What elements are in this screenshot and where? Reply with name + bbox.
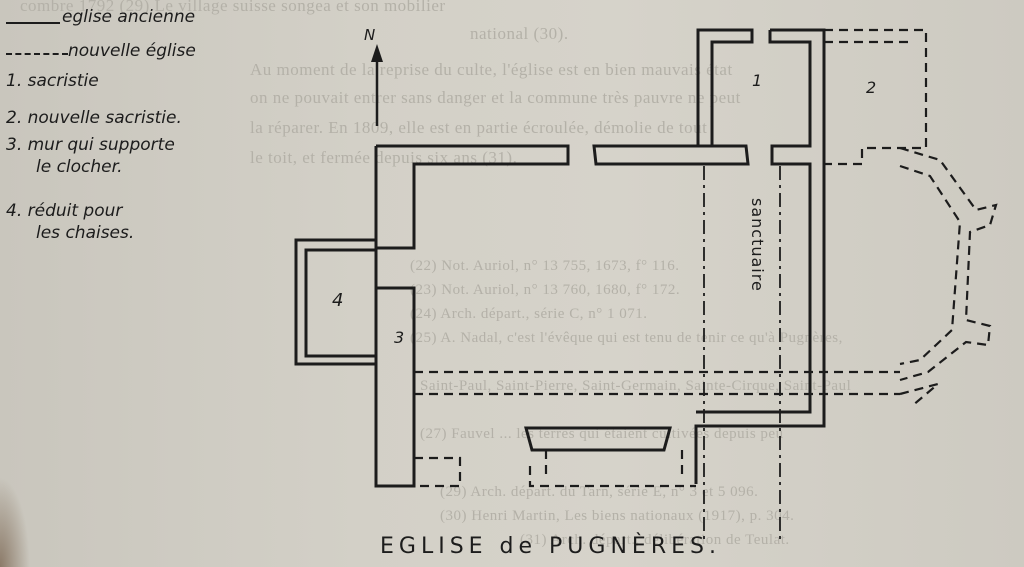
bleed-text-line: national (30). bbox=[470, 24, 569, 43]
legend-dashed-line bbox=[6, 53, 68, 55]
new-south-aisle bbox=[528, 466, 696, 488]
apse-outline bbox=[899, 382, 939, 407]
bleed-text-line: Saint-Paul, Saint-Pierre, Saint-Germain,… bbox=[420, 378, 852, 394]
legend-item-text: les chaises. bbox=[36, 223, 135, 243]
room-label-1: 1 bbox=[752, 71, 762, 90]
new-south-aisle bbox=[414, 456, 462, 488]
bleed-text-line: la réparer. En 1809, elle est en partie … bbox=[250, 118, 708, 137]
chair-store-wall bbox=[294, 238, 376, 366]
legend-item-text: 3. mur qui supporte bbox=[6, 135, 175, 155]
page-shadow bbox=[0, 477, 30, 567]
bleed-text-line: le toit, et fermée depuis six ans (31). bbox=[250, 148, 518, 167]
north-arrow-icon bbox=[371, 44, 383, 126]
legend-item-bell-wall: 3. mur qui supporte le clocher. bbox=[6, 134, 175, 178]
legend-new-church-label: nouvelle église bbox=[68, 41, 196, 61]
legend-item-text: le clocher. bbox=[36, 157, 123, 177]
north-label: N bbox=[364, 26, 375, 44]
bleed-text-line: (22) Not. Auriol, n° 13 755, 1673, f° 11… bbox=[410, 258, 680, 274]
legend-new-church: nouvelle église bbox=[68, 40, 196, 62]
room-label-3: 3 bbox=[394, 328, 404, 347]
legend-old-church-label: eglise ancienne bbox=[62, 7, 196, 27]
south-wall-segment bbox=[524, 426, 672, 452]
sacristy-wall bbox=[696, 28, 754, 148]
legend-item-text: 4. réduit pour bbox=[6, 201, 123, 221]
bleed-text-line: Au moment de la reprise du culte, l'égli… bbox=[250, 60, 733, 79]
bleed-text-line: (29) Arch. départ. du Tarn, série E, n° … bbox=[440, 484, 759, 500]
room-label-4: 4 bbox=[332, 290, 343, 311]
legend-item-new-sacristy: 2. nouvelle sacristie. bbox=[6, 107, 182, 129]
bleed-text-line: (31) Arch. départ., délibération de Teul… bbox=[520, 532, 790, 548]
bleed-text-line: combre 1792 (29) Le village suisse songe… bbox=[20, 0, 446, 15]
legend-old-church: eglise ancienne bbox=[62, 6, 195, 28]
legend-solid-line bbox=[6, 22, 60, 24]
sacristy-east-inner bbox=[696, 30, 812, 414]
new-sacristy-outline bbox=[824, 28, 928, 166]
bleed-text-line: (24) Arch. départ., série C, n° 1 071. bbox=[410, 306, 648, 322]
legend-item-text: 2. nouvelle sacristie. bbox=[6, 108, 182, 128]
old-nave-north-wall bbox=[376, 144, 570, 250]
bleed-text-line: (25) A. Nadal, c'est l'évêque qui est te… bbox=[410, 330, 843, 346]
bleed-text-line: on ne pouvait entrer sans danger et la c… bbox=[250, 88, 741, 107]
chair-store-inner bbox=[304, 248, 376, 358]
bleed-text-line: (27) Fauvel ... les terres qui étaient c… bbox=[420, 426, 784, 442]
figure-caption: EGLISE de PUGNÈRES. bbox=[380, 534, 721, 559]
old-north-wall-segment bbox=[592, 144, 750, 166]
old-nave-wall bbox=[374, 146, 416, 488]
legend-item-chair-store: 4. réduit pour les chaises. bbox=[6, 200, 134, 244]
sanctuary-label: sanctuaire bbox=[748, 198, 767, 292]
apse-outline bbox=[899, 146, 998, 382]
bleed-text-line: (23) Not. Auriol, n° 13 760, 1680, f° 17… bbox=[410, 282, 681, 298]
room-label-2: 2 bbox=[866, 78, 876, 97]
legend-item-text: 1. sacristie bbox=[6, 71, 99, 91]
legend-item-sacristy: 1. sacristie bbox=[6, 70, 99, 92]
apse-outline bbox=[899, 164, 962, 366]
sacristy-east-wall bbox=[694, 28, 826, 484]
bleed-text-line: (30) Henri Martin, Les biens nationaux (… bbox=[440, 508, 795, 524]
